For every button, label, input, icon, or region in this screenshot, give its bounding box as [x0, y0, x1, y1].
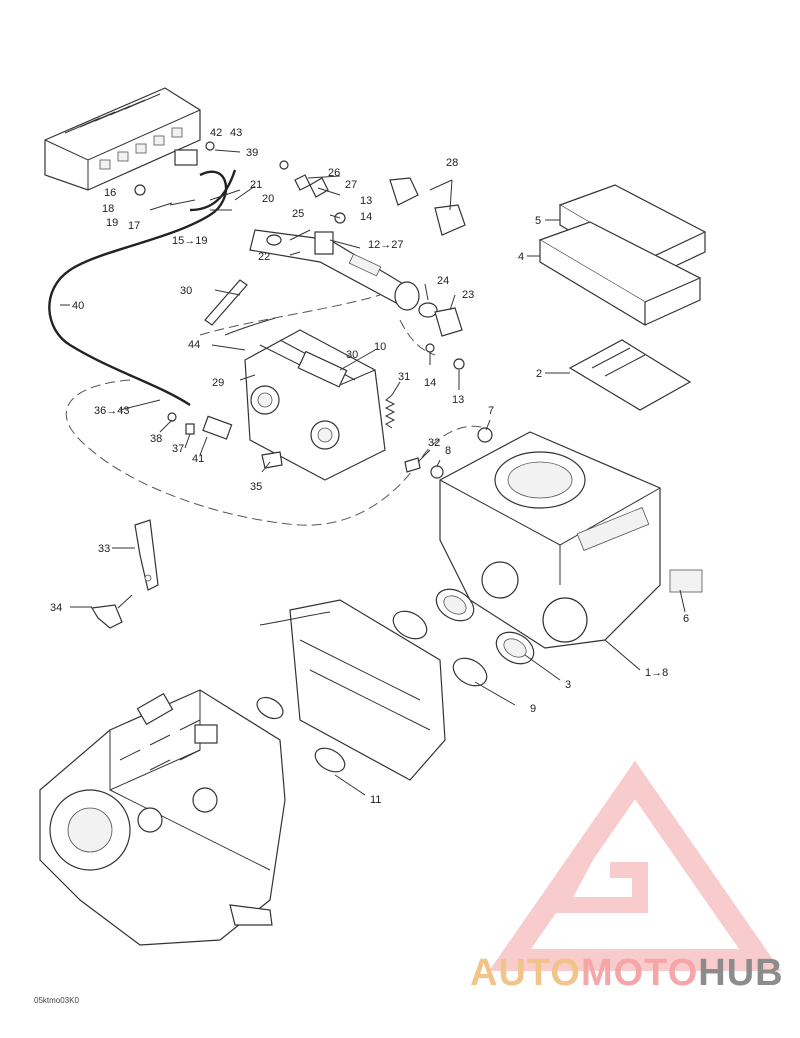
callout-12: 12→27 — [368, 239, 403, 251]
callout-29: 29 — [212, 377, 224, 389]
callout-3: 3 — [565, 679, 571, 691]
callout-32: 32 — [428, 437, 440, 449]
callout-30-mid: 30 — [346, 349, 358, 361]
intake-manifold — [256, 599, 446, 781]
callout-28: 28 — [446, 157, 458, 169]
callout-18: 18 — [102, 203, 114, 215]
callout-23: 23 — [462, 289, 474, 301]
engine — [39, 689, 286, 946]
electronic-module — [44, 87, 201, 191]
callout-labels: 1→8 2 3 4 5 6 7 8 9 10 11 12→27 13 13 14… — [50, 127, 689, 806]
callout-35: 35 — [250, 481, 262, 493]
callout-22: 22 — [258, 251, 270, 263]
callout-37: 37 — [172, 443, 184, 455]
callout-34: 34 — [50, 602, 62, 614]
watermark-logo — [488, 760, 782, 971]
callout-9: 9 — [530, 703, 536, 715]
watermark-hub: HUB — [698, 952, 784, 994]
callout-8: 8 — [445, 445, 451, 457]
decal-6 — [669, 569, 703, 593]
clips-28 — [389, 177, 466, 236]
callout-40: 40 — [72, 300, 84, 312]
callout-33: 33 — [98, 543, 110, 555]
diagram-code: 05ktmo03K0 — [34, 996, 79, 1005]
watermark-auto: AUTO — [470, 952, 581, 994]
callout-19: 19 — [106, 217, 118, 229]
callout-38: 38 — [150, 433, 162, 445]
callout-14-top: 14 — [360, 211, 372, 223]
throttle-cable — [48, 169, 237, 440]
callout-41: 41 — [192, 453, 204, 465]
callout-10: 10 — [374, 341, 386, 353]
callout-31: 31 — [398, 371, 410, 383]
callout-20: 20 — [262, 193, 274, 205]
callout-13-bottom: 13 — [452, 394, 464, 406]
clamps-9 — [392, 610, 488, 687]
callout-43: 43 — [230, 127, 242, 139]
callout-4: 4 — [518, 251, 524, 263]
watermark-brand: AUTOMOTOHUB — [470, 952, 784, 995]
callout-44: 44 — [188, 339, 200, 351]
dashed-outline-2 — [199, 294, 381, 336]
spring-31 — [384, 394, 396, 429]
watermark-moto: MOTO — [580, 952, 699, 994]
callout-13-top: 13 — [360, 195, 372, 207]
dashed-outline-3 — [399, 319, 436, 356]
callout-42: 42 — [210, 127, 222, 139]
callout-2: 2 — [536, 368, 542, 380]
callout-7: 7 — [488, 405, 494, 417]
callout-17: 17 — [128, 220, 140, 232]
fuel-rail — [249, 229, 420, 311]
bracket-33 — [134, 519, 159, 591]
callout-30-top: 30 — [180, 285, 192, 297]
callout-26: 26 — [328, 167, 340, 179]
callout-27: 27 — [345, 179, 357, 191]
fittings — [134, 141, 493, 479]
callout-1: 1→8 — [645, 667, 668, 679]
leader-lines — [60, 149, 686, 796]
callout-25: 25 — [292, 208, 304, 220]
bracket-34 — [91, 594, 133, 629]
callout-11: 11 — [370, 794, 381, 806]
callout-21: 21 — [250, 179, 262, 191]
callout-14-bottom: 14 — [424, 377, 436, 389]
callout-6: 6 — [683, 613, 689, 625]
callout-5: 5 — [535, 215, 541, 227]
callout-39: 39 — [246, 147, 258, 159]
hose-44 — [224, 317, 276, 336]
throttle-body — [244, 329, 386, 481]
airbox — [439, 431, 661, 649]
dashed-outline — [65, 379, 491, 526]
callout-15: 15→19 — [172, 235, 207, 247]
hose-30 — [204, 279, 248, 326]
callout-36: 36→43 — [94, 405, 129, 417]
filter-4 — [538, 221, 702, 327]
callout-24: 24 — [437, 275, 449, 287]
plate-2 — [568, 339, 692, 411]
callout-16: 16 — [104, 187, 116, 199]
boots-3 — [435, 588, 535, 665]
